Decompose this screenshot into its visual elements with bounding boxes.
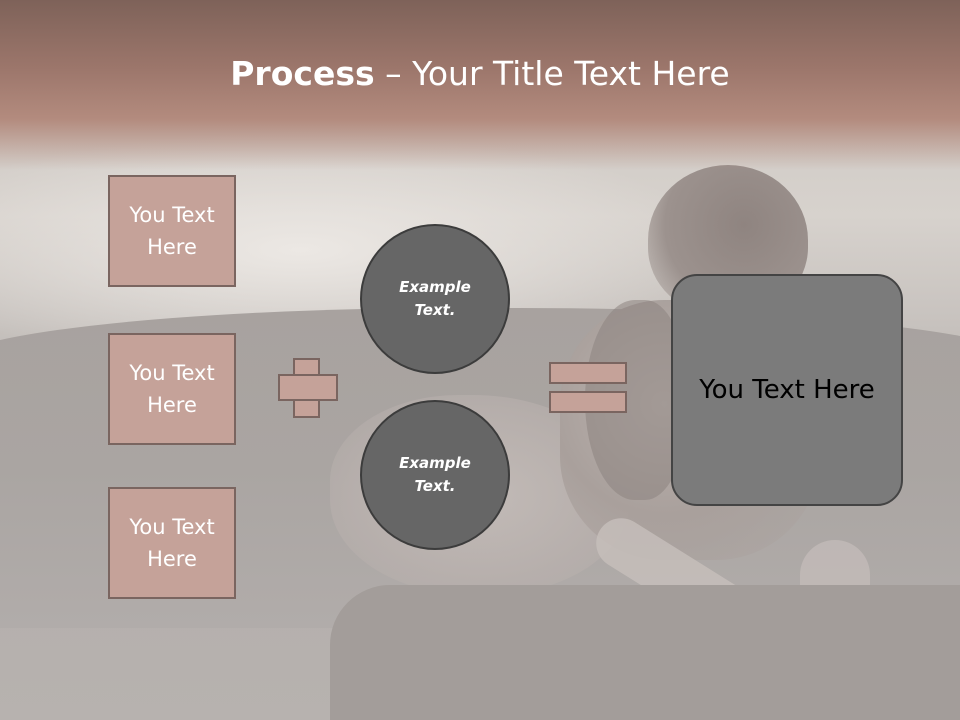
result-box[interactable]: You Text Here: [671, 274, 903, 506]
example-circle-1[interactable]: Example Text.: [360, 224, 510, 374]
equals-icon-top-bar: [549, 362, 627, 384]
text-box-label: You Text Here: [129, 203, 215, 259]
title-text: Your Title Text Here: [412, 54, 730, 93]
example-circle-2[interactable]: Example Text.: [360, 400, 510, 550]
circle-label: Example Text.: [399, 278, 471, 319]
text-box-label: You Text Here: [129, 361, 215, 417]
title-dash: –: [374, 54, 413, 93]
equals-icon-bottom-bar: [549, 391, 627, 413]
slide-title[interactable]: Process – Your Title Text Here: [0, 52, 960, 96]
text-box-1[interactable]: You Text Here: [108, 175, 236, 287]
text-box-3[interactable]: You Text Here: [108, 487, 236, 599]
result-label: You Text Here: [699, 375, 875, 405]
text-box-2[interactable]: You Text Here: [108, 333, 236, 445]
plus-icon-center: [295, 376, 318, 399]
background-couch-front: [330, 585, 960, 720]
header-band: [0, 0, 960, 170]
circle-label: Example Text.: [399, 454, 471, 495]
text-box-label: You Text Here: [129, 515, 215, 571]
title-bold: Process: [230, 54, 375, 93]
